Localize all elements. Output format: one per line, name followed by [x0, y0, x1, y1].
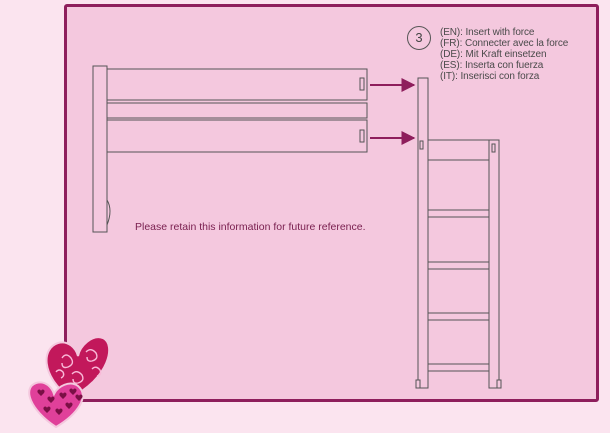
instruction-fr: (FR): Connecter avec la force: [440, 38, 569, 49]
step-number-badge: 3: [407, 26, 431, 50]
ladder-part: [415, 77, 502, 389]
insert-arrows: [370, 78, 416, 145]
instruction-es: (ES): Inserta con fuerza: [440, 60, 544, 71]
heart-swirl-icon: [45, 336, 111, 400]
instruction-text-block: (EN): Insert with force (FR): Connecter …: [440, 27, 568, 82]
heart-pattern-icon: [28, 381, 84, 429]
instruction-de: (DE): Mit Kraft einsetzen: [440, 49, 547, 60]
retain-info-note: Please retain this information for futur…: [135, 221, 366, 233]
bed-frame-part: [92, 65, 368, 233]
instruction-en: (EN): Insert with force: [440, 27, 535, 38]
instruction-it: (IT): Inserisci con forza: [440, 71, 540, 82]
